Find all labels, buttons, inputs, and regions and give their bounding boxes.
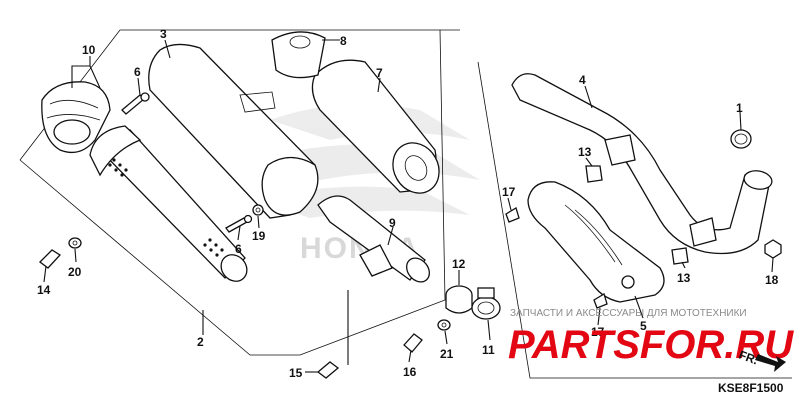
callout-17-upper: 17 — [502, 185, 516, 199]
callout-18: 18 — [765, 273, 779, 287]
band-clamp-part — [471, 287, 501, 320]
watermark-tagline: ЗАПЧАСТИ И АКСЕССУАРЫ ДЛЯ МОТОТЕХНИКИ — [510, 308, 747, 319]
callout-8: 8 — [340, 34, 347, 48]
header-group-outline — [477, 61, 792, 379]
watermark-brand: PARTSFOR.RU — [508, 323, 794, 367]
hardware-parts — [39, 92, 782, 379]
callout-6-upper: 6 — [134, 65, 141, 79]
mid-pipe-part — [317, 195, 430, 283]
callout-3: 3 — [160, 27, 167, 41]
callout-5: 5 — [640, 319, 647, 333]
callout-12: 12 — [452, 257, 466, 271]
muffler-body-part — [148, 43, 319, 219]
callout-13-lower: 13 — [677, 271, 691, 285]
muffler-group-outline — [19, 29, 460, 356]
exhaust-header-pipe-part — [511, 73, 773, 255]
callout-9: 9 — [389, 216, 396, 230]
callout-11: 11 — [482, 343, 495, 357]
header-gasket-part — [730, 129, 752, 149]
callout-21: 21 — [440, 347, 454, 361]
callouts: 1 2 3 4 5 6 6 7 8 9 10 11 12 13 13 14 15… — [37, 27, 779, 380]
diagram-code: KSE8F1500 — [718, 381, 784, 395]
leader-lines — [43, 39, 774, 373]
perforation-pattern — [108, 158, 224, 257]
callout-20: 20 — [68, 265, 82, 279]
callout-2: 2 — [197, 335, 204, 349]
heat-shield-part — [527, 181, 665, 303]
front-direction-indicator: FR. — [737, 348, 786, 372]
callout-6-lower: 6 — [235, 242, 242, 256]
callout-13-upper: 13 — [578, 145, 592, 159]
callout-15: 15 — [289, 366, 303, 380]
callout-10: 10 — [82, 43, 96, 57]
gasket-part — [445, 285, 473, 314]
end-cap-part — [41, 81, 111, 154]
callout-4: 4 — [579, 73, 586, 87]
callout-14: 14 — [37, 283, 51, 297]
callout-7: 7 — [376, 66, 383, 80]
callout-1: 1 — [736, 101, 743, 115]
callout-19: 19 — [252, 229, 266, 243]
callout-17-lower: 17 — [591, 325, 605, 339]
silencer-inner-pipe-part — [89, 125, 248, 282]
direction-label: FR. — [737, 348, 760, 368]
muffler-sleeve-part — [311, 59, 440, 194]
packing-part — [271, 31, 326, 79]
front-arrow-icon — [755, 354, 786, 372]
callout-16: 16 — [403, 365, 417, 379]
